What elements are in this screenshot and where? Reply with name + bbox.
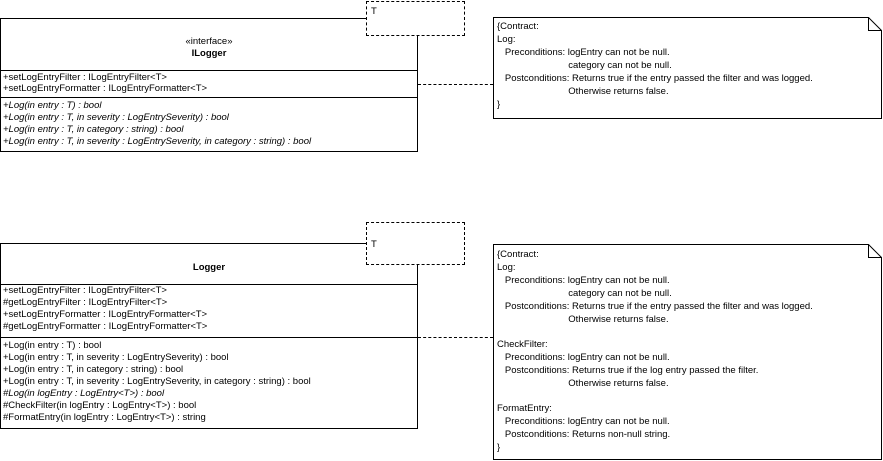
note-line: Preconditions: logEntry can not be null. [497,416,670,427]
note-line: Postconditions: Returns true if the entr… [497,301,813,312]
ilogger-operations: +Log(in entry : T) : bool +Log(in entry … [1,98,417,152]
note-line: } [497,442,501,453]
logger-contract-note[interactable]: {Contract: Log: Preconditions: logEntry … [493,244,882,460]
note-line: Log: [497,262,516,273]
note-line: Log: [497,34,516,45]
note-line: Preconditions: logEntry can not be null. [497,352,670,363]
logger-operation: +Log(in entry : T, in severity : LogEntr… [3,352,229,363]
logger-operation: +Log(in entry : T) : bool [3,340,102,351]
logger-header: Logger [1,244,417,285]
ilogger-contract-note[interactable]: {Contract: Log: Preconditions: logEntry … [493,17,882,119]
note-shape [493,17,882,119]
note-line: Postconditions: Returns true if the log … [497,365,759,376]
ilogger-operation: +Log(in entry : T, in severity : LogEntr… [3,112,229,123]
logger-operation: #FormatEntry(in logEntry : LogEntry<T>) … [3,412,206,423]
logger-template-param-label: T [371,239,377,250]
ilogger-note-connector [418,84,493,85]
note-line: Preconditions: logEntry can not be null. [497,47,670,58]
note-line: category can not be null. [497,60,672,71]
note-line: FormatEntry: [497,403,552,414]
logger-operation: #Log(in logEntry : LogEntry<T>) : bool [3,388,165,399]
logger-operation: #CheckFilter(in logEntry : LogEntry<T>) … [3,400,197,411]
logger-operation: +Log(in entry : T, in category : string)… [3,364,184,375]
ilogger-template-param: T [366,1,465,36]
ilogger-attributes: +setLogEntryFilter : ILogEntryFilter<T> … [1,70,417,98]
ilogger-name: ILogger [191,48,227,59]
note-line: CheckFilter: [497,339,548,350]
note-line: Postconditions: Returns non-null string. [497,429,671,440]
logger-attribute: +setLogEntryFilter : ILogEntryFilter<T> [3,285,167,296]
ilogger-class[interactable]: «interface» ILogger +setLogEntryFilter :… [0,18,418,152]
note-line: Otherwise returns false. [497,86,669,97]
ilogger-attribute: +setLogEntryFilter : ILogEntryFilter<T> [3,72,167,83]
logger-attribute: #getLogEntryFilter : ILogEntryFilter<T> [3,297,168,308]
note-shape [493,244,882,460]
ilogger-stereotype: «interface» [185,36,233,47]
logger-note-connector [418,337,493,338]
logger-attribute: #getLogEntryFormatter : ILogEntryFormatt… [3,321,208,332]
note-line: } [497,99,501,110]
logger-operation: +Log(in entry : T, in severity : LogEntr… [3,376,311,387]
logger-name: Logger [192,262,226,273]
ilogger-header: «interface» ILogger [1,19,417,71]
note-line: Preconditions: logEntry can not be null. [497,275,670,286]
logger-attributes: +setLogEntryFilter : ILogEntryFilter<T> … [1,284,417,338]
note-line: Otherwise returns false. [497,314,669,325]
note-line: {Contract: [497,21,539,32]
ilogger-operation: +Log(in entry : T, in severity : LogEntr… [3,136,312,147]
note-line: Otherwise returns false. [497,378,669,389]
logger-template-param: T [366,222,465,265]
logger-class[interactable]: Logger +setLogEntryFilter : ILogEntryFil… [0,243,418,429]
ilogger-operation: +Log(in entry : T, in category : string)… [3,124,184,135]
logger-attribute: +setLogEntryFormatter : ILogEntryFormatt… [3,309,208,320]
ilogger-attribute: +setLogEntryFormatter : ILogEntryFormatt… [3,83,208,94]
note-line: category can not be null. [497,288,672,299]
note-line: {Contract: [497,249,539,260]
ilogger-template-param-label: T [371,6,377,17]
logger-operations: +Log(in entry : T) : bool +Log(in entry … [1,338,417,429]
ilogger-operation: +Log(in entry : T) : bool [3,100,102,111]
note-line: Postconditions: Returns true if the entr… [497,73,813,84]
